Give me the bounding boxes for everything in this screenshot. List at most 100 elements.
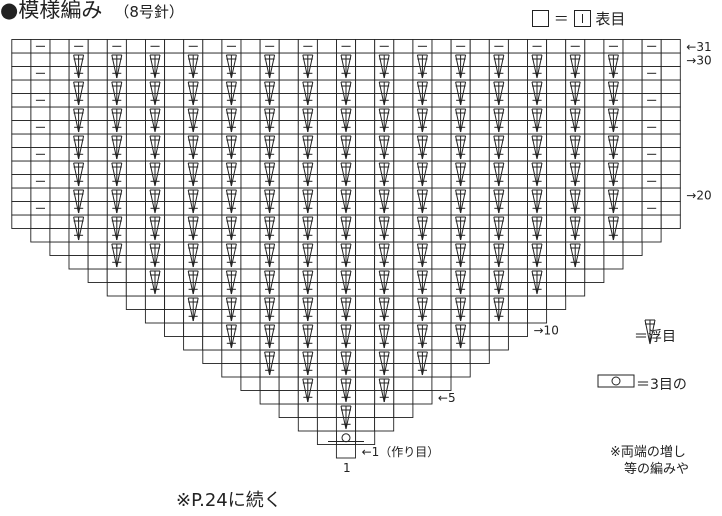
chart-cell — [355, 93, 376, 108]
chart-cell — [355, 228, 376, 243]
chart-cell — [507, 295, 528, 310]
chart-cell — [316, 66, 337, 81]
chart-cell — [355, 79, 376, 94]
chart-cell — [11, 174, 32, 189]
chart-cell — [240, 309, 261, 324]
chart-cell — [546, 295, 567, 310]
slip-stitch-symbol — [149, 162, 161, 187]
slip-stitch-symbol — [416, 135, 428, 160]
chart-cell — [660, 201, 681, 216]
chart-cell — [336, 430, 357, 445]
chart-cell — [240, 363, 261, 378]
slip-stitch-symbol — [187, 54, 199, 79]
chart-cell — [355, 174, 376, 189]
chart-cell — [393, 106, 414, 121]
chart-cell — [584, 228, 605, 243]
chart-cell — [278, 282, 299, 297]
chart-cell — [431, 120, 452, 135]
slip-stitch-symbol — [187, 243, 199, 268]
chart-cell — [316, 214, 337, 229]
slip-stitch-symbol — [340, 297, 352, 322]
chart-cell — [507, 79, 528, 94]
slip-stitch-symbol — [493, 135, 505, 160]
slip-stitch-symbol — [531, 216, 543, 241]
chart-cell — [450, 363, 471, 378]
chart-cell — [125, 295, 146, 310]
chart-cell — [355, 403, 376, 418]
chart-cell — [393, 147, 414, 162]
slip-stitch-symbol — [378, 189, 390, 214]
chart-cell — [49, 201, 70, 216]
chart-cell — [278, 120, 299, 135]
slip-stitch-symbol — [416, 108, 428, 133]
chart-cell — [164, 309, 185, 324]
chart-cell — [125, 66, 146, 81]
chart-cell — [11, 160, 32, 175]
chart-cell — [87, 39, 108, 54]
chart-cell — [316, 120, 337, 135]
chart-cell — [11, 93, 32, 108]
chart-cell — [240, 160, 261, 175]
row-label-20: →20 — [686, 189, 711, 203]
chart-cell — [316, 403, 337, 418]
chart-cell — [584, 187, 605, 202]
chart-cell — [125, 120, 146, 135]
chart-cell — [144, 309, 165, 324]
chart-cell — [202, 255, 223, 270]
chart-cell — [355, 430, 376, 445]
chart-cell — [546, 160, 567, 175]
slip-stitch-symbol — [607, 135, 619, 160]
slip-stitch-symbol — [531, 162, 543, 187]
chart-cell — [240, 106, 261, 121]
slip-stitch-symbol — [187, 108, 199, 133]
chart-cell — [240, 120, 261, 135]
chart-cell — [355, 282, 376, 297]
chart-cell — [316, 147, 337, 162]
slip-stitch-symbol — [73, 189, 85, 214]
chart-cell — [431, 228, 452, 243]
chart-cell — [469, 241, 490, 256]
chart-cell — [622, 201, 643, 216]
slip-stitch-symbol — [111, 135, 123, 160]
chart-cell — [431, 255, 452, 270]
chart-cell — [469, 268, 490, 283]
chart-cell — [507, 187, 528, 202]
slip-stitch-symbol — [302, 297, 314, 322]
chart-cell — [87, 268, 108, 283]
chart-cell — [355, 390, 376, 405]
chart-cell — [584, 174, 605, 189]
chart-cell — [316, 282, 337, 297]
chart-cell — [660, 52, 681, 67]
chart-cell — [622, 214, 643, 229]
chart-cell — [546, 187, 567, 202]
chart-cell — [431, 349, 452, 364]
chart-cell — [507, 66, 528, 81]
chart-cell — [49, 93, 70, 108]
slip-stitch-symbol — [378, 378, 390, 403]
slip-stitch-symbol — [111, 108, 123, 133]
chart-cell — [507, 39, 528, 54]
slip-stitch-symbol — [455, 162, 467, 187]
chart-cell — [221, 363, 242, 378]
slip-stitch-symbol — [111, 162, 123, 187]
slip-stitch-symbol — [149, 108, 161, 133]
slip-stitch-symbol — [340, 270, 352, 295]
chart-cell — [507, 106, 528, 121]
chart-cell — [30, 52, 51, 67]
chart-cell — [355, 201, 376, 216]
chart-cell — [87, 187, 108, 202]
chart-cell — [546, 79, 567, 94]
chart-cell — [30, 160, 51, 175]
chart-cell — [316, 376, 337, 391]
chart-cell — [622, 52, 643, 67]
chart-cell — [240, 79, 261, 94]
bottom-stitch-number: 1 — [343, 461, 351, 475]
chart-cell — [622, 160, 643, 175]
chart-cell — [431, 268, 452, 283]
slip-stitch-symbol — [531, 81, 543, 106]
slip-stitch-symbol — [569, 189, 581, 214]
chart-cell — [469, 349, 490, 364]
chart-cell — [316, 322, 337, 337]
chart-cell — [316, 106, 337, 121]
slip-stitch-symbol — [493, 108, 505, 133]
